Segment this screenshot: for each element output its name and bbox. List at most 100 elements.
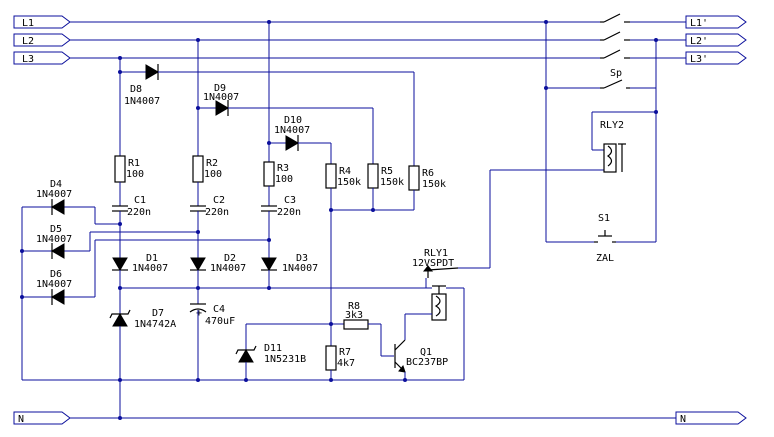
R3-value: 100 [275, 174, 293, 185]
resistor-R1: R1 100 [114, 155, 144, 206]
diode-D8: D8 1N4007 [118, 64, 415, 166]
resistor-R3: R3 100 [263, 161, 293, 206]
R1-ref: R1 [128, 158, 140, 169]
D4-ref: D4 [50, 179, 62, 190]
R1-value: 100 [126, 169, 144, 180]
rail-L3-label: L3 [22, 54, 34, 65]
main-contacts [600, 13, 630, 59]
ground-bus [22, 287, 465, 381]
diode-D9: D9 1N4007 [196, 83, 374, 164]
D9-value: 1N4007 [203, 92, 239, 103]
R2-ref: R2 [206, 158, 218, 169]
C2-ref: C2 [213, 195, 225, 206]
S1-value: ZAL [596, 253, 614, 264]
D1-ref: D1 [146, 253, 158, 264]
R6-value: 150k [422, 179, 446, 190]
R8-ref: R8 [348, 301, 360, 312]
D5-ref: D5 [50, 224, 62, 235]
C4-ref: C4 [213, 304, 225, 315]
capacitor-C3: C3 220n [261, 195, 301, 258]
diode-D3: D3 1N4007 [261, 253, 318, 288]
C2-value: 220n [205, 207, 229, 218]
R7-value: 4k7 [337, 358, 355, 369]
R8-value: 3k3 [345, 310, 363, 321]
C4-value: 470uF [205, 316, 235, 327]
rail-L3-out-label: L3' [690, 54, 708, 65]
resistor-R2: R2 100 [192, 155, 222, 206]
D6-value: 1N4007 [36, 279, 72, 290]
D2-ref: D2 [224, 253, 236, 264]
C1-value: 220n [127, 207, 151, 218]
R4-value: 150k [337, 177, 361, 188]
resistor-R6: R6 150k [408, 165, 446, 210]
S1-ref: S1 [598, 213, 610, 224]
R5-ref: R5 [381, 166, 393, 177]
resistor-R4: R4 150k [325, 163, 361, 210]
D9-ref: D9 [214, 83, 226, 94]
C3-value: 220n [277, 207, 301, 218]
RLY1-to-RLY2-link [464, 169, 604, 269]
left-bridge-wires [20, 206, 271, 380]
zener-D7: D7 1N4742A [109, 308, 176, 420]
positive-bus [118, 278, 432, 290]
transistor-Q1: Q1 BC237BP [394, 313, 448, 382]
diode-D1: D1 1N4007 [112, 253, 168, 314]
R4-ref: R4 [339, 166, 351, 177]
diode-D5: D5 1N4007 [36, 224, 72, 259]
Q1-value: BC237BP [406, 357, 448, 368]
control-loop [544, 22, 658, 243]
R7-ref: R7 [339, 347, 351, 358]
R6-ref: R6 [422, 168, 434, 179]
rail-N-label: N [18, 414, 24, 425]
R2-value: 100 [204, 169, 222, 180]
RLY1-ref: RLY1 [424, 248, 448, 259]
rail-L3: L3 L3' [13, 51, 747, 65]
rail-L1-out-label: L1' [690, 18, 708, 29]
relay-RLY2: RLY2 [600, 120, 626, 173]
diode-D4: D4 1N4007 [36, 179, 72, 215]
resistor-R5: R5 150k [367, 163, 404, 210]
D3-ref: D3 [296, 253, 308, 264]
D5-value: 1N4007 [36, 234, 72, 245]
C3-ref: C3 [284, 195, 296, 206]
Sp-ref: Sp [610, 68, 622, 79]
Q1-ref: Q1 [420, 347, 432, 358]
C4-polarity: + [196, 308, 202, 319]
D11-ref: D11 [264, 343, 282, 354]
relay-RLY1: RLY1 12VSPDT [412, 248, 464, 321]
capacitor-C1: C1 220n [112, 195, 151, 258]
D11-value: 1N5231B [264, 354, 306, 365]
diode-D2: D2 1N4007 [190, 253, 246, 304]
resistor-R7: R7 4k7 [325, 322, 355, 382]
rail-L1-label: L1 [22, 18, 34, 29]
switch-S1: S1 ZAL [594, 213, 616, 264]
rail-N-out-label: N [680, 414, 686, 425]
resistor-R8: R8 3k3 [331, 301, 394, 357]
rail-L2-out-label: L2' [690, 36, 708, 47]
zener-D11: D11 1N5231B [235, 323, 331, 382]
D8-value: 1N4007 [124, 96, 160, 107]
D6-ref: D6 [50, 269, 62, 280]
D2-value: 1N4007 [210, 263, 246, 274]
R5-value: 150k [380, 177, 404, 188]
capacitor-C4: + C4 470uF [189, 303, 235, 382]
RLY1-value: 12VSPDT [412, 258, 454, 269]
R4-R6-junction [329, 208, 414, 324]
D1-value: 1N4007 [132, 263, 168, 274]
D10-ref: D10 [284, 115, 302, 126]
C1-ref: C1 [134, 195, 146, 206]
rail-L2: L2 L2' [13, 33, 747, 47]
rail-N: N N [13, 411, 747, 425]
diode-D6: D6 1N4007 [36, 269, 72, 305]
rail-L2-label: L2 [22, 36, 34, 47]
diode-D10: D10 1N4007 [267, 115, 332, 164]
rail-L1: L1 L1' [13, 15, 747, 29]
D10-value: 1N4007 [274, 125, 310, 136]
capacitor-C2: C2 220n [190, 195, 229, 258]
R3-ref: R3 [277, 163, 289, 174]
switch-Sp: Sp [600, 68, 630, 89]
D8-ref: D8 [130, 84, 142, 95]
D7-value: 1N4742A [134, 319, 176, 330]
D7-ref: D7 [152, 308, 164, 319]
